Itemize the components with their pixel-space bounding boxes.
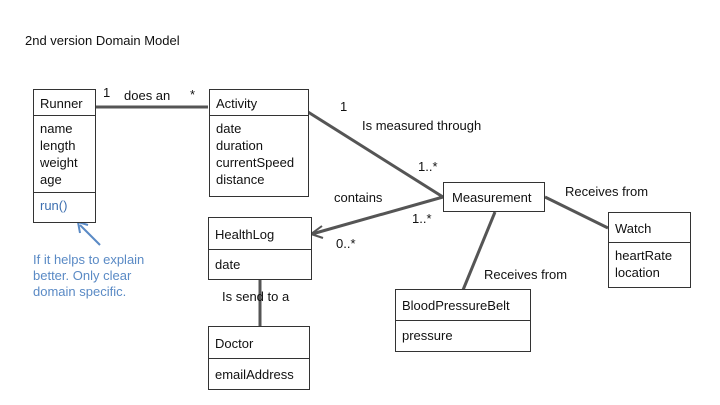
class-measurement-name: Measurement (452, 190, 532, 205)
label-receives-from-belt: Receives from (484, 267, 568, 282)
class-activity-name: Activity (210, 90, 308, 116)
explanation-note: If it helps to explain better. Only clea… (33, 252, 145, 299)
class-runner-name: Runner (34, 90, 95, 116)
healthlog-attr-date: date (215, 257, 241, 272)
activity-attr-date: date (216, 121, 242, 136)
measurement-bpbelt-line (461, 211, 497, 291)
activity-attr-duration: duration (216, 138, 263, 153)
mult-healthlog-0-star: 0..* (336, 236, 356, 251)
mult-activity-1: 1 (340, 99, 348, 114)
mult-measurement-contains: 1..* (412, 211, 432, 226)
class-activity-attributes: date duration currentSpeed distance (210, 116, 308, 192)
class-bpbelt-name: BloodPressureBelt (396, 290, 530, 321)
class-runner: Runner name length weight age run() (33, 89, 96, 223)
mult-activity-star: * (190, 87, 196, 102)
label-contains: contains (334, 190, 383, 205)
class-watch-attributes: heartRate location (609, 243, 690, 285)
label-is-measured-through: Is measured through (362, 118, 482, 133)
label-receives-from-watch: Receives from (565, 184, 649, 199)
activity-attr-distance: distance (216, 172, 265, 187)
class-healthlog-name: HealthLog (209, 218, 311, 250)
class-doctor-attributes: emailAddress (209, 359, 309, 387)
class-bloodpressurebelt: BloodPressureBelt pressure (395, 289, 531, 352)
mult-measurement-1-star: 1..* (418, 159, 438, 174)
runner-attr-weight: weight (40, 155, 78, 170)
runner-attr-age: age (40, 172, 62, 187)
class-activity: Activity date duration currentSpeed dist… (209, 89, 309, 197)
watch-attr-location: location (615, 265, 660, 280)
measurement-watch-line (544, 195, 609, 230)
runner-attr-name: name (40, 121, 73, 136)
label-is-send-to-a: Is send to a (222, 289, 290, 304)
class-runner-methods: run() (34, 193, 95, 218)
class-bpbelt-attributes: pressure (396, 321, 530, 348)
runner-method-run: run() (40, 198, 68, 213)
class-doctor: Doctor emailAddress (208, 326, 310, 390)
class-measurement: Measurement (443, 182, 545, 212)
class-runner-attributes: name length weight age (34, 116, 95, 193)
note-arrow-line (79, 224, 101, 246)
diagram-title: 2nd version Domain Model (25, 33, 180, 48)
mult-runner-1: 1 (103, 85, 111, 100)
runner-attr-length: length (40, 138, 76, 153)
doctor-attr-emailaddress: emailAddress (215, 367, 294, 382)
label-does-an: does an (124, 88, 171, 103)
class-watch-name: Watch (609, 213, 690, 243)
class-doctor-name: Doctor (209, 327, 309, 359)
class-healthlog: HealthLog date (208, 217, 312, 280)
bpbelt-attr-pressure: pressure (402, 328, 453, 343)
activity-measurement-line (307, 110, 444, 199)
watch-attr-heartrate: heartRate (615, 248, 673, 263)
class-healthlog-attributes: date (209, 250, 311, 277)
measurement-healthlog-line (311, 195, 444, 236)
activity-attr-currentspeed: currentSpeed (216, 155, 295, 170)
class-watch: Watch heartRate location (608, 212, 691, 288)
